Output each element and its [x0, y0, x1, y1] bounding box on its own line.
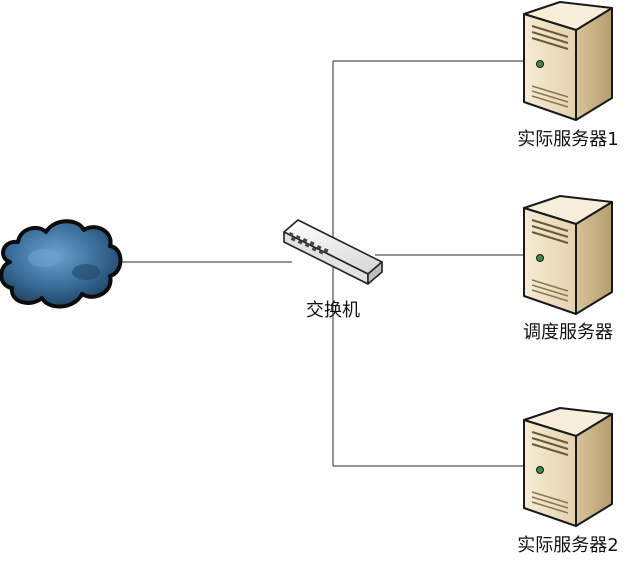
server-icon: [523, 195, 613, 315]
server-icon: [523, 407, 613, 527]
server-bottom-label: 实际服务器2: [517, 535, 618, 556]
server-icon: [523, 1, 613, 121]
network-switch-icon: [283, 219, 383, 285]
connection-lines: [118, 60, 524, 467]
switch-label: 交换机: [306, 300, 360, 321]
cloud-icon: [0, 219, 123, 309]
server-middle-label: 调度服务器: [523, 322, 613, 343]
server-top-label: 实际服务器1: [517, 129, 618, 150]
